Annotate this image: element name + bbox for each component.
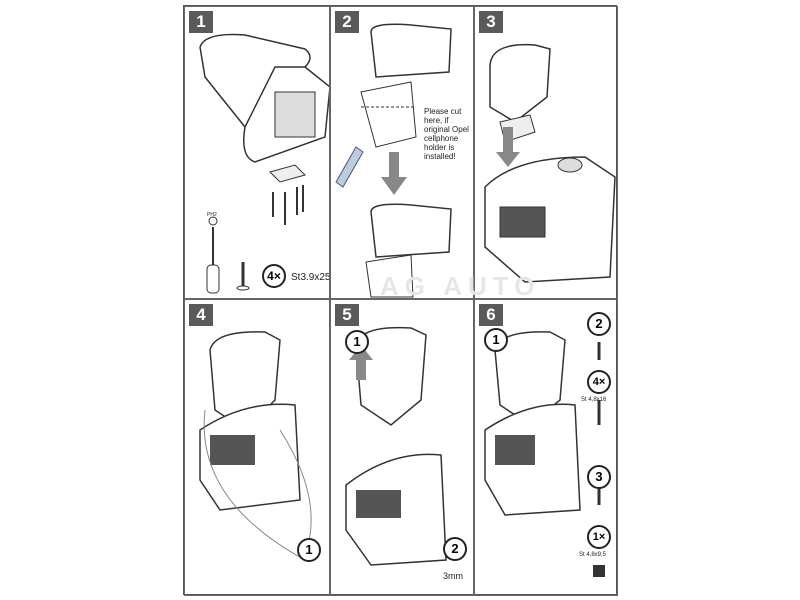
quantity-badge-2: 1× — [587, 525, 611, 549]
tool-label: PH2 — [207, 212, 217, 218]
cover-illustration — [345, 326, 447, 566]
cut-note: Please cut here, if original Opel cellph… — [424, 107, 469, 161]
callout-2: 2 — [587, 312, 611, 336]
quantity-badge-1: 4× — [587, 370, 611, 394]
mounting-illustration — [199, 331, 312, 561]
callout-1: 1 — [484, 328, 508, 352]
step-number: 5 — [335, 304, 359, 326]
step-3-panel: 3 — [474, 6, 618, 299]
step-number: 2 — [335, 11, 359, 33]
step-number: 6 — [479, 304, 503, 326]
install-illustration — [484, 43, 616, 283]
step-number: 1 — [189, 11, 213, 33]
screw-spec-1: St 4,8x16 — [581, 397, 607, 403]
quantity-badge: 4× — [262, 264, 286, 288]
watermark: AG AUTO — [380, 271, 541, 301]
callout-1: 1 — [345, 330, 369, 354]
step-number: 4 — [189, 304, 213, 326]
step-4-panel: 4 1 — [184, 299, 330, 596]
armrest-illustration — [199, 33, 329, 294]
step-6-panel: 6 1 2 4× St 4,8x16 3 1× St 4,8x9,5 — [474, 299, 618, 596]
step-number: 3 — [479, 11, 503, 33]
step-5-panel: 5 1 2 3mm — [330, 299, 474, 596]
step-2-panel: 2 Please cut here, if original Opel cell… — [330, 6, 474, 299]
callout-2: 2 — [443, 537, 467, 561]
callout-3: 3 — [587, 465, 611, 489]
callout-1: 1 — [297, 538, 321, 562]
fastening-illustration — [484, 331, 605, 577]
step-1-panel: 1 PH2 4× St3.9x25 — [184, 6, 330, 299]
cut-illustration — [335, 23, 452, 298]
screw-spec: St3.9x25 — [291, 272, 330, 283]
instruction-sheet: 1 PH2 4× St3.9x25 2 Please cut here, if … — [183, 5, 618, 596]
screw-spec-2: St 4,8x9,5 — [579, 552, 607, 558]
hex-size: 3mm — [443, 571, 463, 581]
